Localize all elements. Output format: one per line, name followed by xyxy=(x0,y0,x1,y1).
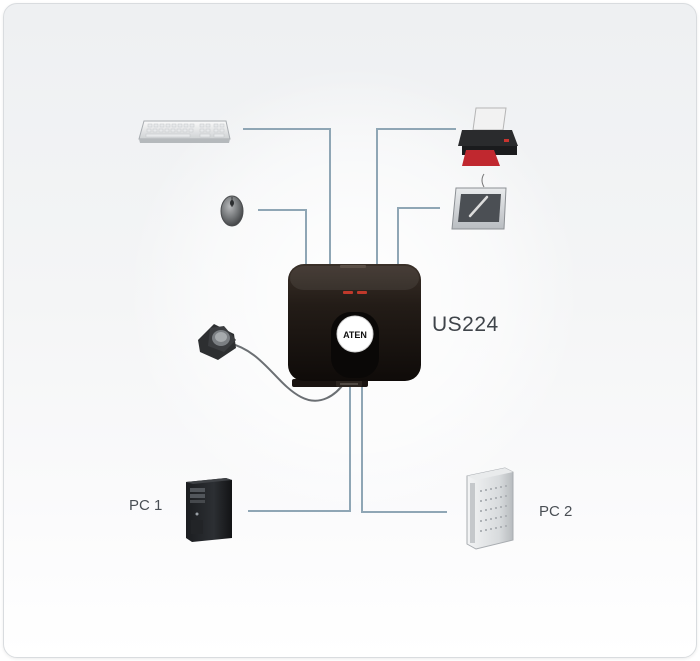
kvm-switch-device: ATEN xyxy=(288,264,421,387)
connection-lines xyxy=(243,128,456,513)
led-indicator-2 xyxy=(357,291,367,294)
remote-switch-cable xyxy=(227,342,346,402)
mouse-icon xyxy=(220,195,244,227)
mouse-cable-line xyxy=(258,209,307,265)
switch-button xyxy=(336,315,374,353)
keyboard-icon xyxy=(138,120,231,143)
device-logo: ATEN xyxy=(343,330,367,340)
pc2-label: PC 2 xyxy=(539,503,573,520)
device-model-label: US224 xyxy=(432,313,499,336)
printer-icon xyxy=(458,107,518,166)
pc2-cable-line xyxy=(361,384,447,513)
led-indicator-1 xyxy=(343,291,353,294)
printer-cable-line xyxy=(376,128,456,265)
tower-pc-icon xyxy=(186,478,232,542)
server-tower-icon xyxy=(466,467,514,550)
pc1-label: PC 1 xyxy=(129,497,163,514)
pc1-cable-line xyxy=(248,384,351,512)
graphics-tablet-icon xyxy=(451,173,507,230)
tablet-cable-line xyxy=(397,207,440,265)
keyboard-cable-line xyxy=(243,128,331,265)
remote-switch-icon xyxy=(198,324,236,360)
